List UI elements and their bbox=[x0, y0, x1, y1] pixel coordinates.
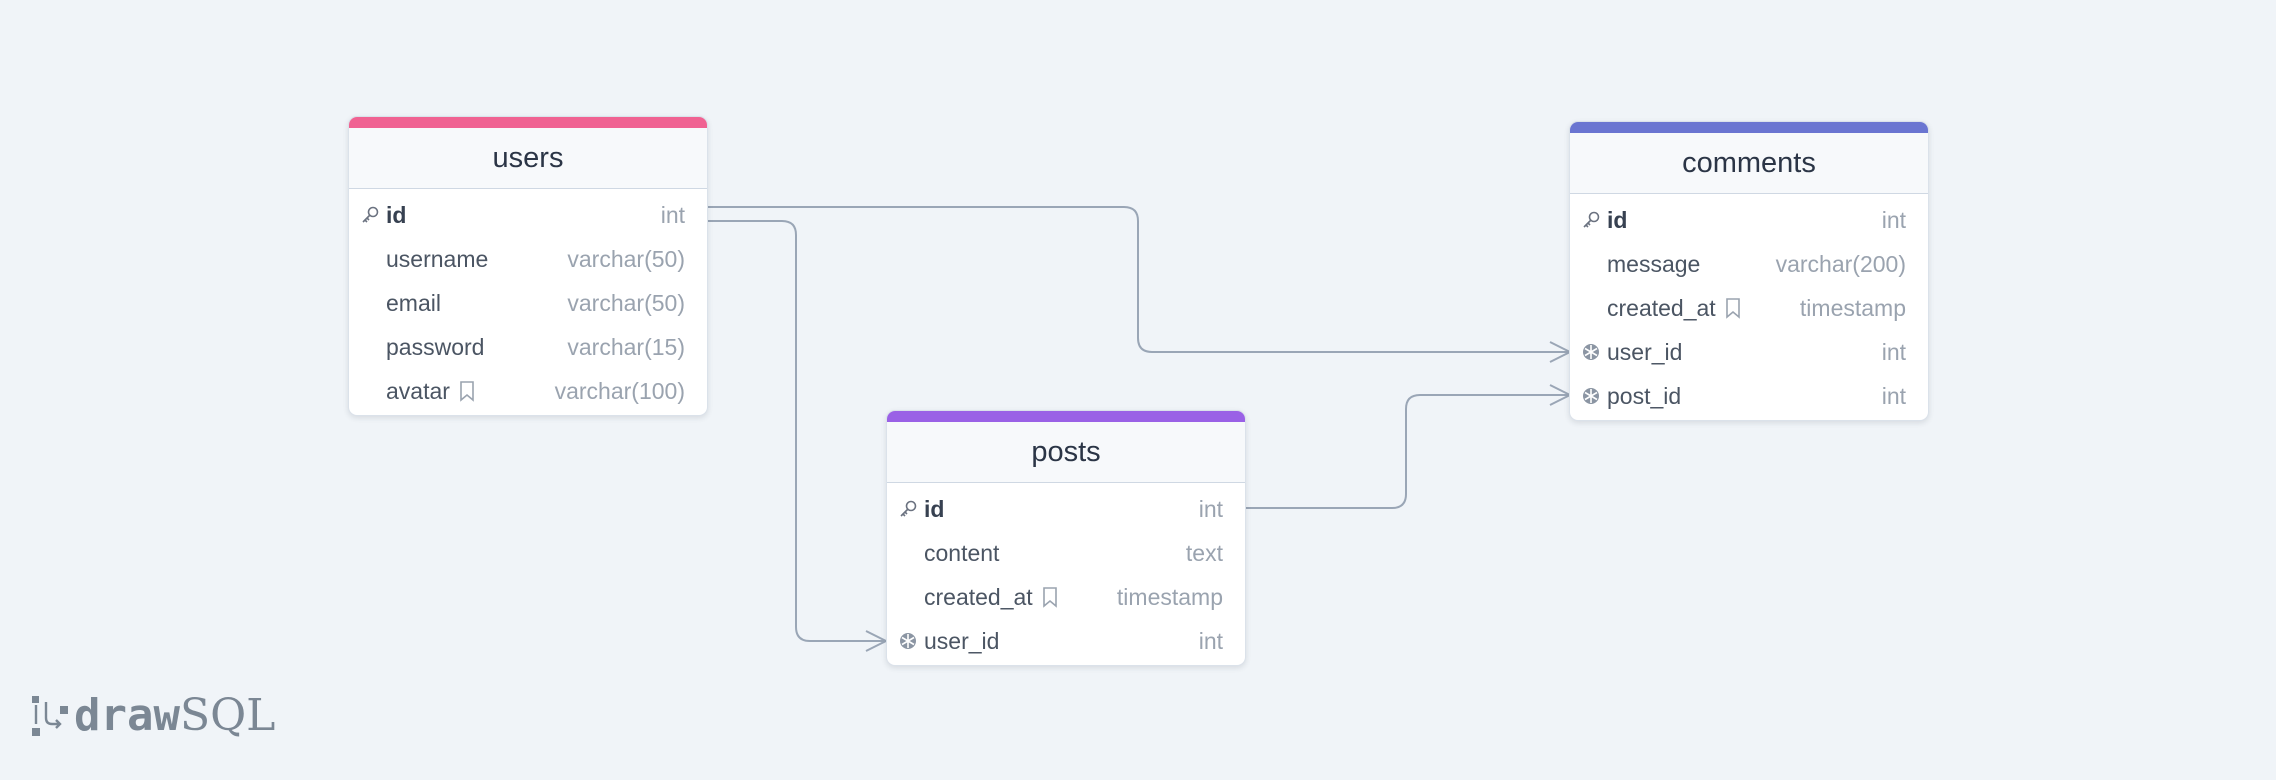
crowfoot-comments-post_id bbox=[1549, 384, 1571, 406]
column-name: id bbox=[386, 201, 407, 228]
column-type: int bbox=[1881, 206, 1906, 233]
relation-users-posts[interactable] bbox=[706, 220, 886, 642]
drawsql-logo[interactable]: draw SQL bbox=[30, 690, 275, 741]
table-posts[interactable]: posts id int content text created_at tim… bbox=[886, 410, 1246, 666]
table-color-bar bbox=[349, 117, 707, 128]
table-users[interactable]: users id int username varchar(50) email … bbox=[348, 116, 708, 416]
column-type: varchar(50) bbox=[567, 289, 685, 316]
column-row-content[interactable]: content text bbox=[887, 531, 1245, 575]
table-title[interactable]: users bbox=[349, 128, 707, 189]
column-row-email[interactable]: email varchar(50) bbox=[349, 281, 707, 325]
column-row-created_at[interactable]: created_at timestamp bbox=[887, 575, 1245, 619]
column-name: id bbox=[924, 495, 945, 522]
column-name: message bbox=[1607, 250, 1701, 277]
column-type: varchar(50) bbox=[567, 245, 685, 272]
table-title[interactable]: comments bbox=[1570, 133, 1928, 194]
column-name: user_id bbox=[924, 627, 1000, 654]
column-type: int bbox=[660, 201, 685, 228]
column-row-password[interactable]: password varchar(15) bbox=[349, 325, 707, 369]
column-name: avatar bbox=[386, 377, 450, 404]
crowfoot-posts-user_id bbox=[865, 630, 887, 652]
table-title[interactable]: posts bbox=[887, 422, 1245, 483]
column-row-id[interactable]: id int bbox=[887, 487, 1245, 531]
column-row-message[interactable]: message varchar(200) bbox=[1570, 242, 1928, 286]
table-comments[interactable]: comments id int message varchar(200) cre… bbox=[1569, 121, 1929, 421]
table-color-bar bbox=[887, 411, 1245, 422]
column-row-user_id[interactable]: user_id int bbox=[1570, 330, 1928, 374]
column-name: post_id bbox=[1607, 382, 1682, 409]
column-row-username[interactable]: username varchar(50) bbox=[349, 237, 707, 281]
column-type: int bbox=[1881, 338, 1906, 365]
column-row-user_id[interactable]: user_id int bbox=[887, 619, 1245, 663]
column-name: email bbox=[386, 289, 441, 316]
bookmark-icon[interactable] bbox=[458, 380, 476, 402]
column-name: password bbox=[386, 333, 485, 360]
column-type: timestamp bbox=[1799, 294, 1906, 321]
relation-users-comments[interactable] bbox=[706, 206, 1570, 353]
logo-text-draw: draw bbox=[74, 690, 180, 741]
column-type: int bbox=[1198, 627, 1223, 654]
column-name: username bbox=[386, 245, 489, 272]
column-type: varchar(15) bbox=[567, 333, 685, 360]
column-row-post_id[interactable]: post_id int bbox=[1570, 374, 1928, 418]
column-row-created_at[interactable]: created_at timestamp bbox=[1570, 286, 1928, 330]
column-name: id bbox=[1607, 206, 1628, 233]
column-name: user_id bbox=[1607, 338, 1683, 365]
column-name: created_at bbox=[1607, 294, 1716, 321]
column-type: int bbox=[1881, 382, 1906, 409]
key-icon bbox=[362, 206, 379, 223]
bookmark-icon[interactable] bbox=[1724, 297, 1742, 319]
relation-posts-comments[interactable] bbox=[1244, 394, 1570, 509]
crowfoot-comments-user_id bbox=[1549, 341, 1571, 363]
column-type: text bbox=[1185, 539, 1223, 566]
column-name: created_at bbox=[924, 583, 1033, 610]
bookmark-icon[interactable] bbox=[1041, 586, 1059, 608]
foreign-key-icon bbox=[1583, 344, 1599, 360]
key-icon bbox=[1583, 211, 1600, 228]
logo-text-sql: SQL bbox=[179, 690, 276, 741]
column-name: content bbox=[924, 539, 1000, 566]
column-row-id[interactable]: id int bbox=[349, 193, 707, 237]
key-icon bbox=[900, 500, 917, 517]
column-type: int bbox=[1198, 495, 1223, 522]
foreign-key-icon bbox=[900, 633, 916, 649]
foreign-key-icon bbox=[1583, 388, 1599, 404]
column-type: varchar(100) bbox=[554, 377, 685, 404]
column-type: varchar(200) bbox=[1775, 250, 1906, 277]
logo-mark-icon bbox=[32, 695, 68, 736]
column-row-avatar[interactable]: avatar varchar(100) bbox=[349, 369, 707, 413]
table-color-bar bbox=[1570, 122, 1928, 133]
column-type: timestamp bbox=[1116, 583, 1223, 610]
column-row-id[interactable]: id int bbox=[1570, 198, 1928, 242]
